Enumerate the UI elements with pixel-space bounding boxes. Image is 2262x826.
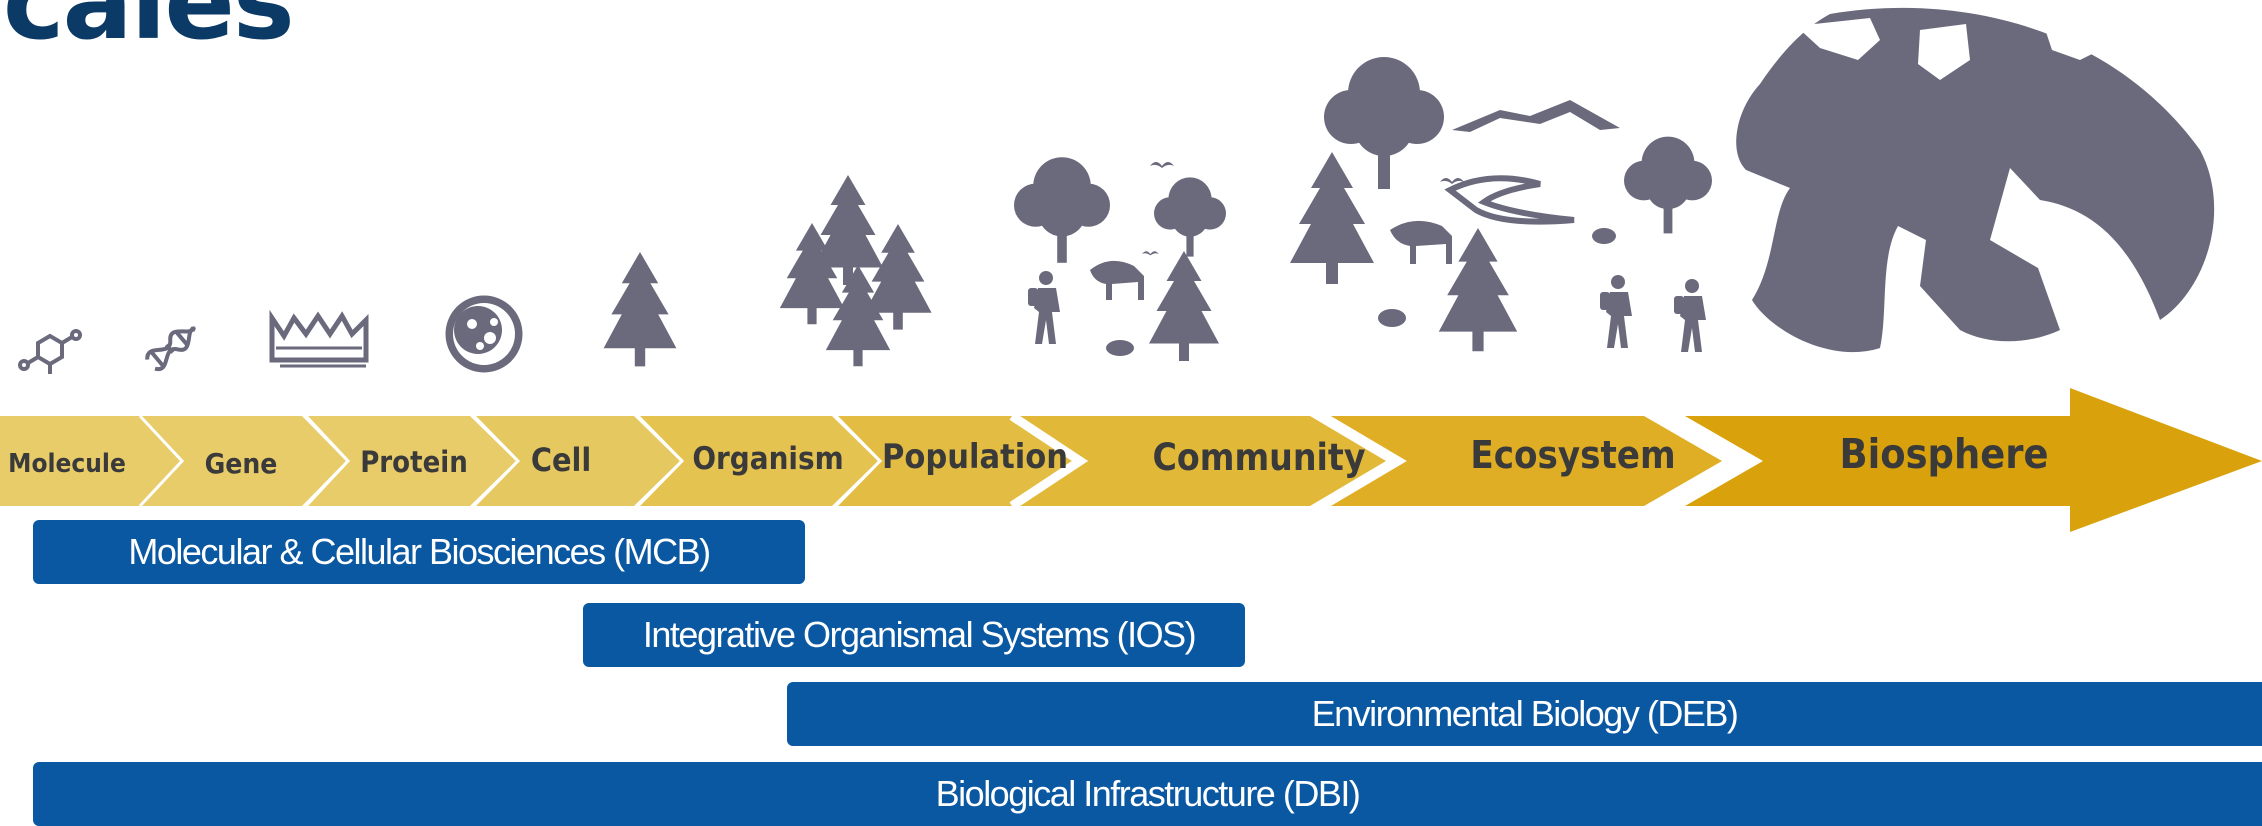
division-label-mcb: Molecular & Cellular Biosciences (MCB) [128,531,711,572]
division-label-dbi: Biological Infrastructure (DBI) [935,773,1361,814]
level-label-organism: Organism [692,441,843,477]
molecule-icon [18,329,82,374]
arrow-segment-ecosystem [1322,416,1722,506]
arrow-segment-organism [638,416,878,506]
division-bar-deb: Environmental Biology (DEB) [787,682,2262,746]
page-title: Scales [0,0,295,63]
level-label-gene: Gene [205,447,278,480]
arrow-segment-cell [474,416,680,506]
forest-icon [779,175,932,367]
level-label-community: Community [1152,436,1365,479]
tree-icon [603,252,677,367]
division-bar-mcb: Molecular & Cellular Biosciences (MCB) [33,520,805,584]
division-bar-dbi: Biological Infrastructure (DBI) [33,762,2262,826]
arrow-segment-protein [306,416,516,506]
division-label-deb: Environmental Biology (DEB) [1311,693,1739,734]
dna-icon [145,326,196,372]
level-label-molecule: Molecule [8,449,126,479]
arrow-segment-gene [140,416,346,506]
ecosystem-icon [1290,57,1716,352]
level-label-ecosystem: Ecosystem [1470,433,1675,477]
arrow-segment-biosphere [1676,388,2262,532]
arrow-segment-molecule [0,416,182,506]
scale-arrow: Molecule Gene Protein Cell Organism Popu… [0,388,2262,532]
division-bar-ios: Integrative Organismal Systems (IOS) [583,603,1245,667]
level-label-biosphere: Biosphere [1840,430,2049,478]
level-label-protein: Protein [360,445,468,479]
cell-icon [445,295,523,373]
protein-icon [269,309,369,368]
globe-icon [1736,7,2215,353]
arrow-segment-community [1012,416,1386,506]
division-label-ios: Integrative Organismal Systems (IOS) [642,614,1197,655]
community-icon [1014,157,1226,361]
level-label-population: Population [882,437,1068,477]
level-label-cell: Cell [531,441,591,479]
